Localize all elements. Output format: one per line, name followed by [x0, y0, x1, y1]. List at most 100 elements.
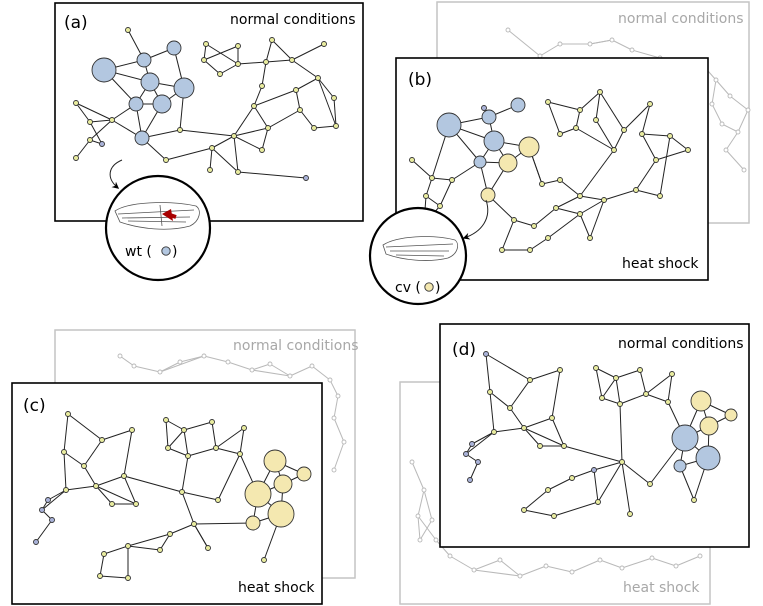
wt-red-arrowhead-icon	[162, 209, 173, 221]
network-edge	[239, 427, 245, 455]
network-edge	[333, 97, 337, 127]
network-node	[481, 109, 497, 125]
cv-inset-circle	[368, 206, 468, 306]
network-node	[497, 557, 503, 563]
network-edge	[619, 403, 623, 463]
network-edge	[333, 417, 345, 443]
network-edge	[317, 77, 337, 127]
network-node	[97, 573, 103, 579]
network-node	[201, 57, 207, 63]
network-node	[545, 487, 551, 493]
network-node	[587, 235, 593, 241]
network-edge	[553, 501, 599, 517]
panel-d: (d) normal conditions	[439, 323, 750, 548]
network-node	[539, 181, 545, 187]
network-edge	[203, 355, 229, 363]
network-edge	[101, 429, 133, 441]
network-node	[152, 94, 172, 114]
network-edge	[645, 393, 669, 403]
network-edge	[541, 179, 561, 185]
network-edge	[237, 61, 267, 65]
network-node	[241, 425, 247, 431]
network-edge	[211, 147, 239, 173]
cv-label: cv (	[395, 280, 421, 296]
wt-wing-icon	[114, 202, 200, 230]
network-node	[593, 117, 599, 123]
network-node	[333, 123, 339, 129]
network-node	[209, 419, 215, 425]
network-node	[545, 99, 551, 105]
network-edge	[589, 199, 605, 239]
network-node	[617, 401, 623, 407]
network-node	[647, 481, 653, 487]
network-edge	[317, 77, 335, 99]
network-edge	[571, 469, 595, 479]
network-edge	[599, 559, 623, 569]
network-edge	[123, 475, 137, 505]
network-edge	[439, 179, 453, 207]
network-node	[128, 96, 144, 112]
network-node	[235, 43, 241, 49]
network-edge	[123, 429, 133, 477]
network-edge	[417, 489, 425, 517]
network-node	[483, 130, 505, 152]
network-edge	[579, 149, 615, 197]
network-edge	[411, 159, 433, 179]
network-node	[473, 155, 487, 169]
network-edge	[559, 179, 581, 197]
network-node	[309, 363, 315, 369]
network-edge	[533, 207, 557, 227]
network-node	[303, 175, 309, 181]
network-edge	[675, 555, 701, 567]
network-node	[117, 353, 123, 359]
network-node	[537, 443, 543, 449]
network-edge	[205, 43, 239, 65]
network-node	[263, 449, 287, 473]
network-node	[331, 467, 337, 473]
network-edge	[67, 413, 103, 441]
cv-wing-icon	[382, 236, 459, 261]
network-node	[157, 369, 163, 375]
network-edge	[595, 119, 615, 151]
network-node	[527, 377, 533, 383]
network-edge	[509, 407, 525, 429]
panel-c: (c) heat shock	[11, 382, 323, 605]
network-edge	[473, 559, 501, 571]
network-node	[293, 87, 299, 93]
network-edge	[167, 429, 185, 449]
network-node	[133, 501, 139, 507]
network-edge	[449, 555, 475, 571]
network-node	[129, 427, 135, 433]
network-node	[125, 575, 131, 581]
network-edge	[593, 461, 623, 471]
network-edge	[233, 135, 263, 151]
network-node	[269, 37, 275, 43]
network-edge	[75, 102, 91, 123]
network-node	[569, 569, 575, 575]
network-edge	[431, 177, 453, 181]
network-node	[709, 101, 715, 107]
network-edge	[725, 149, 745, 171]
network-edge	[551, 417, 565, 447]
network-node	[421, 487, 427, 493]
network-node	[665, 399, 671, 405]
network-edge	[547, 213, 581, 239]
network-edge	[215, 447, 241, 455]
network-node	[287, 373, 293, 379]
network-node	[621, 127, 627, 133]
network-edge	[621, 557, 653, 569]
network-edge	[435, 539, 451, 557]
network-edge	[95, 475, 125, 487]
network-node	[637, 367, 643, 373]
network-node	[63, 487, 69, 493]
network-node	[599, 395, 605, 401]
network-edge	[725, 131, 739, 151]
network-edge	[329, 379, 339, 397]
network-node	[569, 475, 575, 481]
network-edge	[75, 102, 113, 121]
network-edge	[593, 469, 599, 503]
network-node	[177, 127, 183, 133]
network-edge	[641, 133, 671, 137]
network-node	[510, 97, 526, 113]
network-edge	[167, 447, 189, 457]
